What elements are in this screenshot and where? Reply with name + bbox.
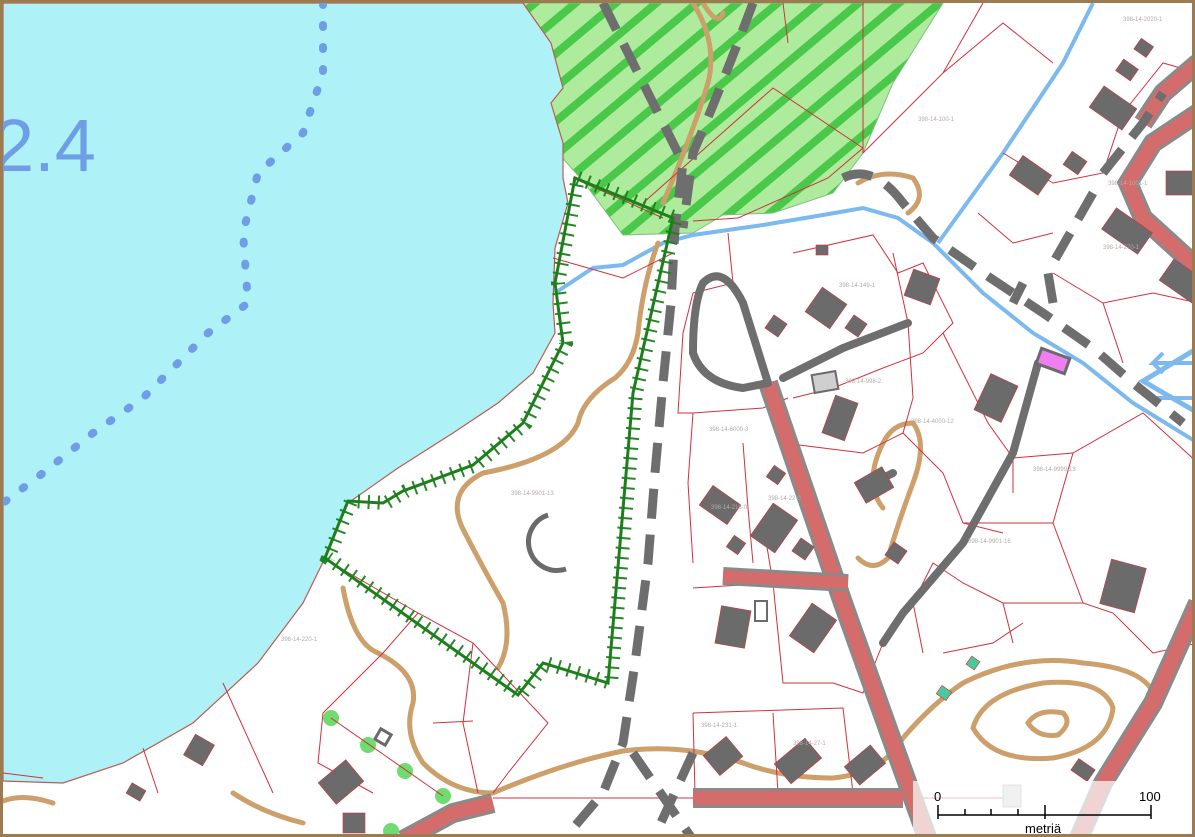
- scale-end-label: 100: [1139, 789, 1161, 804]
- forest-area: [522, 3, 944, 236]
- scale-bar: 0 100 metriä: [913, 781, 1173, 836]
- paths: [688, 272, 1042, 647]
- parcel-label: 398-14-27-1: [793, 741, 826, 747]
- parcel-labels: 398-14-2020-1 398-14-100-1 398-14-270-1 …: [281, 17, 1163, 747]
- highlighted-building: [1034, 346, 1072, 376]
- parcel-label: 398-14-100-1: [918, 117, 955, 123]
- parcel-label: 398-14-9999-13: [1033, 467, 1076, 473]
- parcel-label: 398-14-9901-16: [968, 539, 1011, 545]
- protected-area-boundary[interactable]: [319, 168, 685, 705]
- parcel-label: 398-14-270-1: [1103, 245, 1140, 251]
- parcel-label: 398-14-218-0: [711, 505, 748, 511]
- flow-arrow-head: [1138, 348, 1192, 413]
- parcel-label: 398-14-9901-13: [511, 491, 554, 497]
- dashed-trails: [562, 3, 1186, 834]
- parcel-label: 398-14-22-0: [768, 496, 801, 502]
- parcel-label: 398-14-998-2: [845, 379, 882, 385]
- parcel-label: 398-14-1001-1: [1108, 181, 1148, 187]
- parcel-label: 398-14-4000-12: [911, 419, 954, 425]
- parcel-label: 398-14-149-1: [839, 283, 876, 289]
- scale-unit-label: metriä: [1025, 821, 1062, 836]
- parcel-label: 398-14-6000-3: [709, 427, 749, 433]
- tree-line: [330, 717, 444, 797]
- stream-vertical: [936, 3, 1095, 245]
- scale-start-label: 0: [934, 789, 941, 804]
- parcel-label: 398-14-220-1: [281, 637, 318, 643]
- depth-line-1: [3, 3, 327, 507]
- water-depth-label: 2.4: [3, 104, 96, 187]
- map-canvas[interactable]: 2.4: [3, 3, 1195, 837]
- landmark-symbol: [526, 512, 567, 573]
- parcel-label: 398-14-231-1: [701, 723, 738, 729]
- contour-lines: [3, 3, 1156, 826]
- lake: [3, 3, 569, 784]
- parcel-label: 398-14-2020-1: [1123, 17, 1163, 23]
- stream: [553, 205, 1192, 442]
